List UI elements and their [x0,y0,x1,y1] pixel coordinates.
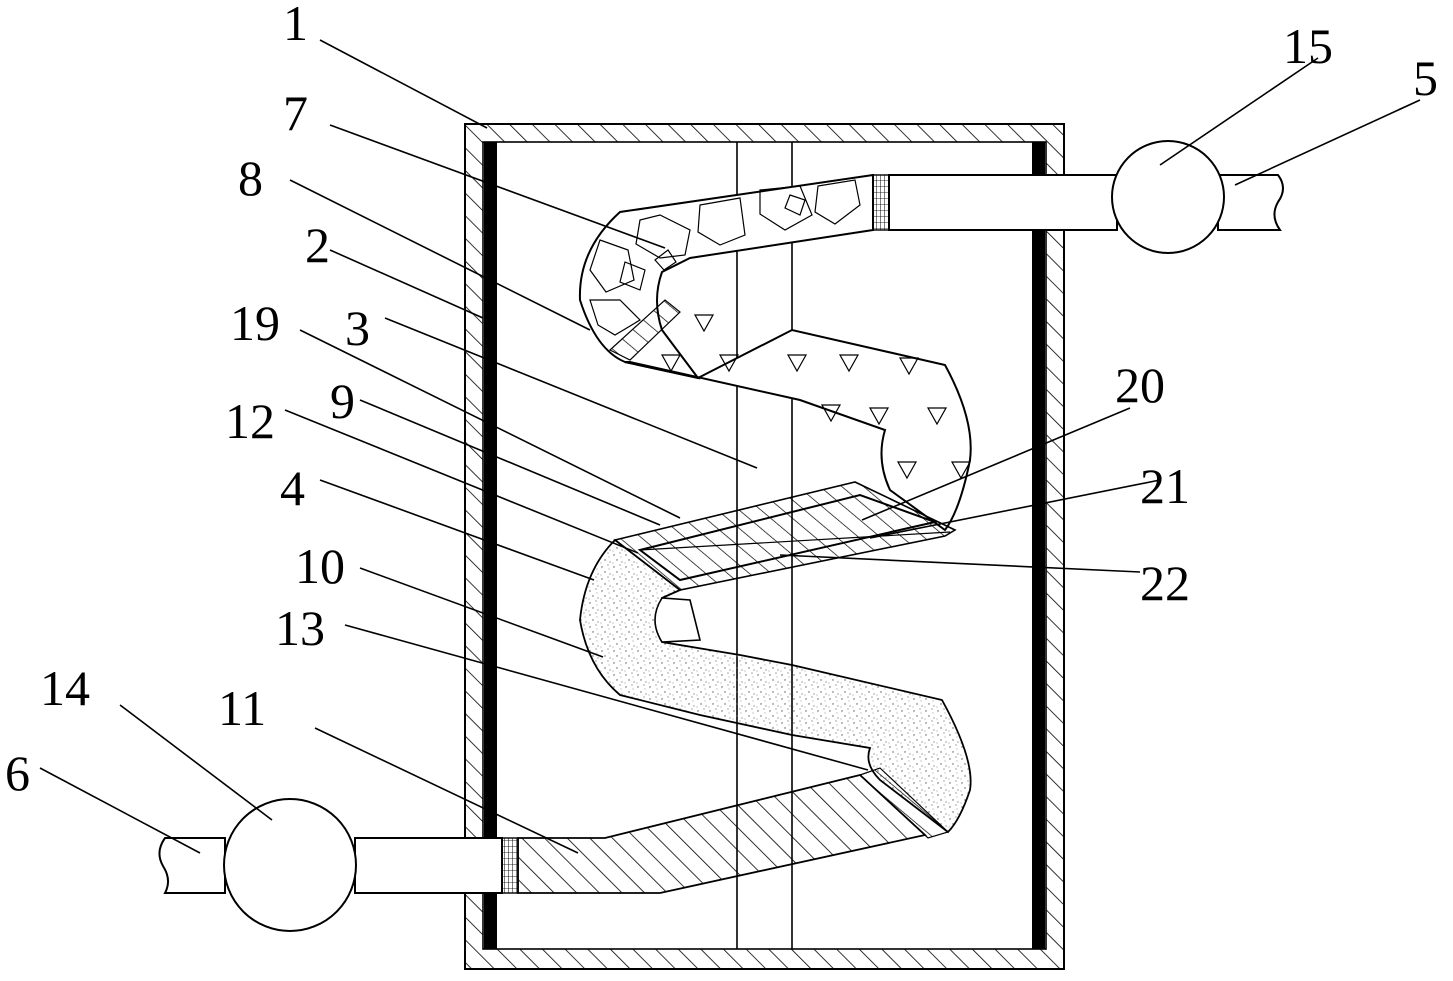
leader-21 [869,479,1161,539]
label-7: 7 [283,85,308,141]
leader-lines [39,39,1421,854]
spiral-segment-bottom [501,774,927,894]
label-13: 13 [275,600,325,656]
leader-15 [1159,57,1319,166]
leader-3 [384,317,758,469]
housing [464,123,1065,970]
label-11: 11 [218,680,266,736]
leader-20 [861,407,1131,521]
leader-12 [284,409,639,554]
label-1: 1 [283,0,308,51]
leader-5 [1234,99,1421,186]
inner-wall-right [1032,142,1045,949]
label-5: 5 [1413,50,1438,106]
label-8: 8 [238,150,263,206]
leader-8 [289,179,591,331]
spiral-separator-middle [613,481,957,591]
spiral-segment-top [578,173,890,380]
spiral-segment-third [579,538,972,839]
leader-14 [119,704,273,821]
pump-top [1111,140,1225,254]
leader-2 [329,249,484,319]
reference-numerals: 1 7 8 2 19 3 12 9 4 10 13 14 11 6 15 5 2… [5,0,1438,801]
leader-13 [344,624,869,771]
label-12: 12 [225,393,275,449]
label-14: 14 [40,660,90,716]
label-19: 19 [230,295,280,351]
inner-wall-left [484,142,497,949]
leader-6 [39,767,201,854]
inlet-pipe [158,837,503,894]
leader-11 [314,727,579,854]
triangle-filler-marks [660,314,972,480]
leader-1 [319,39,488,129]
leader-4 [319,479,595,581]
spiral-segment-second [624,314,972,532]
label-20: 20 [1115,357,1165,413]
label-9: 9 [330,373,355,429]
label-21: 21 [1140,458,1190,514]
label-6: 6 [5,745,30,801]
label-10: 10 [295,538,345,594]
pump-bottom [223,798,357,932]
label-3: 3 [345,300,370,356]
label-4: 4 [280,460,305,516]
leader-9 [359,399,661,526]
label-15: 15 [1283,18,1333,74]
label-22: 22 [1140,555,1190,611]
label-2: 2 [305,217,330,273]
leader-10 [359,567,604,658]
leader-19 [299,329,681,519]
leader-22 [779,554,1141,573]
leader-7 [329,124,666,249]
